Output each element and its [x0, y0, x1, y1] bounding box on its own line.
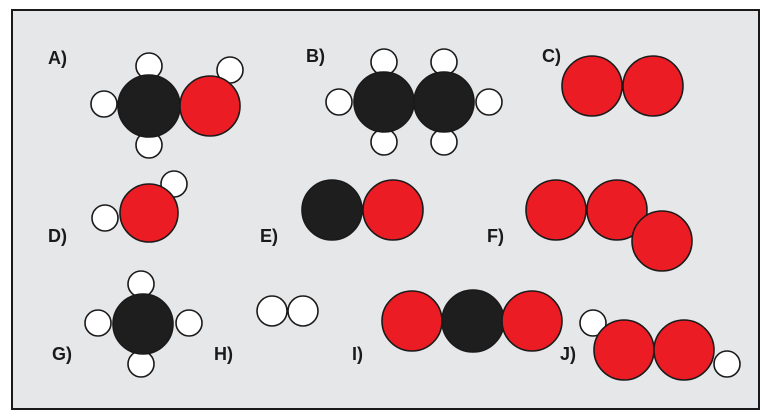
label-i: I) — [352, 344, 363, 364]
hydrogen-atom — [713, 350, 741, 378]
oxygen-atom — [586, 179, 648, 241]
molecule-c: C) — [542, 46, 684, 117]
label-h: H) — [214, 344, 233, 364]
carbon-atom — [301, 179, 363, 241]
hydrogen-atom — [370, 128, 398, 156]
oxygen-atom — [362, 179, 424, 241]
hydrogen-atom — [430, 128, 458, 156]
molecule-i: I) — [352, 289, 563, 364]
carbon-atom — [441, 289, 505, 353]
molecule-f: F) — [487, 179, 693, 272]
oxygen-atom — [119, 183, 179, 243]
hydrogen-atom — [127, 350, 155, 378]
hydrogen-atom — [84, 309, 112, 337]
label-b: B) — [306, 46, 325, 66]
oxygen-atom — [561, 55, 623, 117]
oxygen-atom — [653, 319, 715, 381]
label-e: E) — [260, 226, 278, 246]
hydrogen-atom — [370, 48, 398, 76]
label-g: G) — [52, 344, 72, 364]
oxygen-atom — [179, 75, 241, 137]
hydrogen-atom — [287, 295, 319, 327]
molecule-e: E) — [260, 179, 424, 246]
carbon-atom — [117, 74, 181, 138]
hydrogen-atom — [430, 48, 458, 76]
molecule-b: B) — [306, 46, 503, 156]
hydrogen-atom — [579, 309, 607, 337]
molecule-a: A) — [48, 48, 244, 159]
hydrogen-atom — [256, 295, 288, 327]
label-c: C) — [542, 46, 561, 66]
carbon-atom — [353, 71, 415, 133]
oxygen-atom — [501, 290, 563, 352]
carbon-atom — [112, 293, 174, 355]
molecule-j: J) — [560, 309, 741, 381]
molecule-h: H) — [214, 295, 319, 364]
molecule-g: G) — [52, 270, 203, 378]
carbon-atom — [413, 71, 475, 133]
label-f: F) — [487, 226, 504, 246]
oxygen-atom — [593, 319, 655, 381]
oxygen-atom — [525, 179, 587, 241]
oxygen-atom — [622, 55, 684, 117]
oxygen-atom — [631, 210, 693, 272]
hydrogen-atom — [175, 309, 203, 337]
label-a: A) — [48, 48, 67, 68]
hydrogen-atom — [90, 90, 118, 118]
oxygen-atom — [381, 290, 443, 352]
hydrogen-atom — [91, 204, 119, 232]
label-d: D) — [48, 226, 67, 246]
molecule-d: D) — [48, 170, 188, 246]
label-j: J) — [560, 344, 576, 364]
hydrogen-atom — [127, 270, 155, 298]
hydrogen-atom — [325, 88, 353, 116]
hydrogen-atom — [475, 88, 503, 116]
